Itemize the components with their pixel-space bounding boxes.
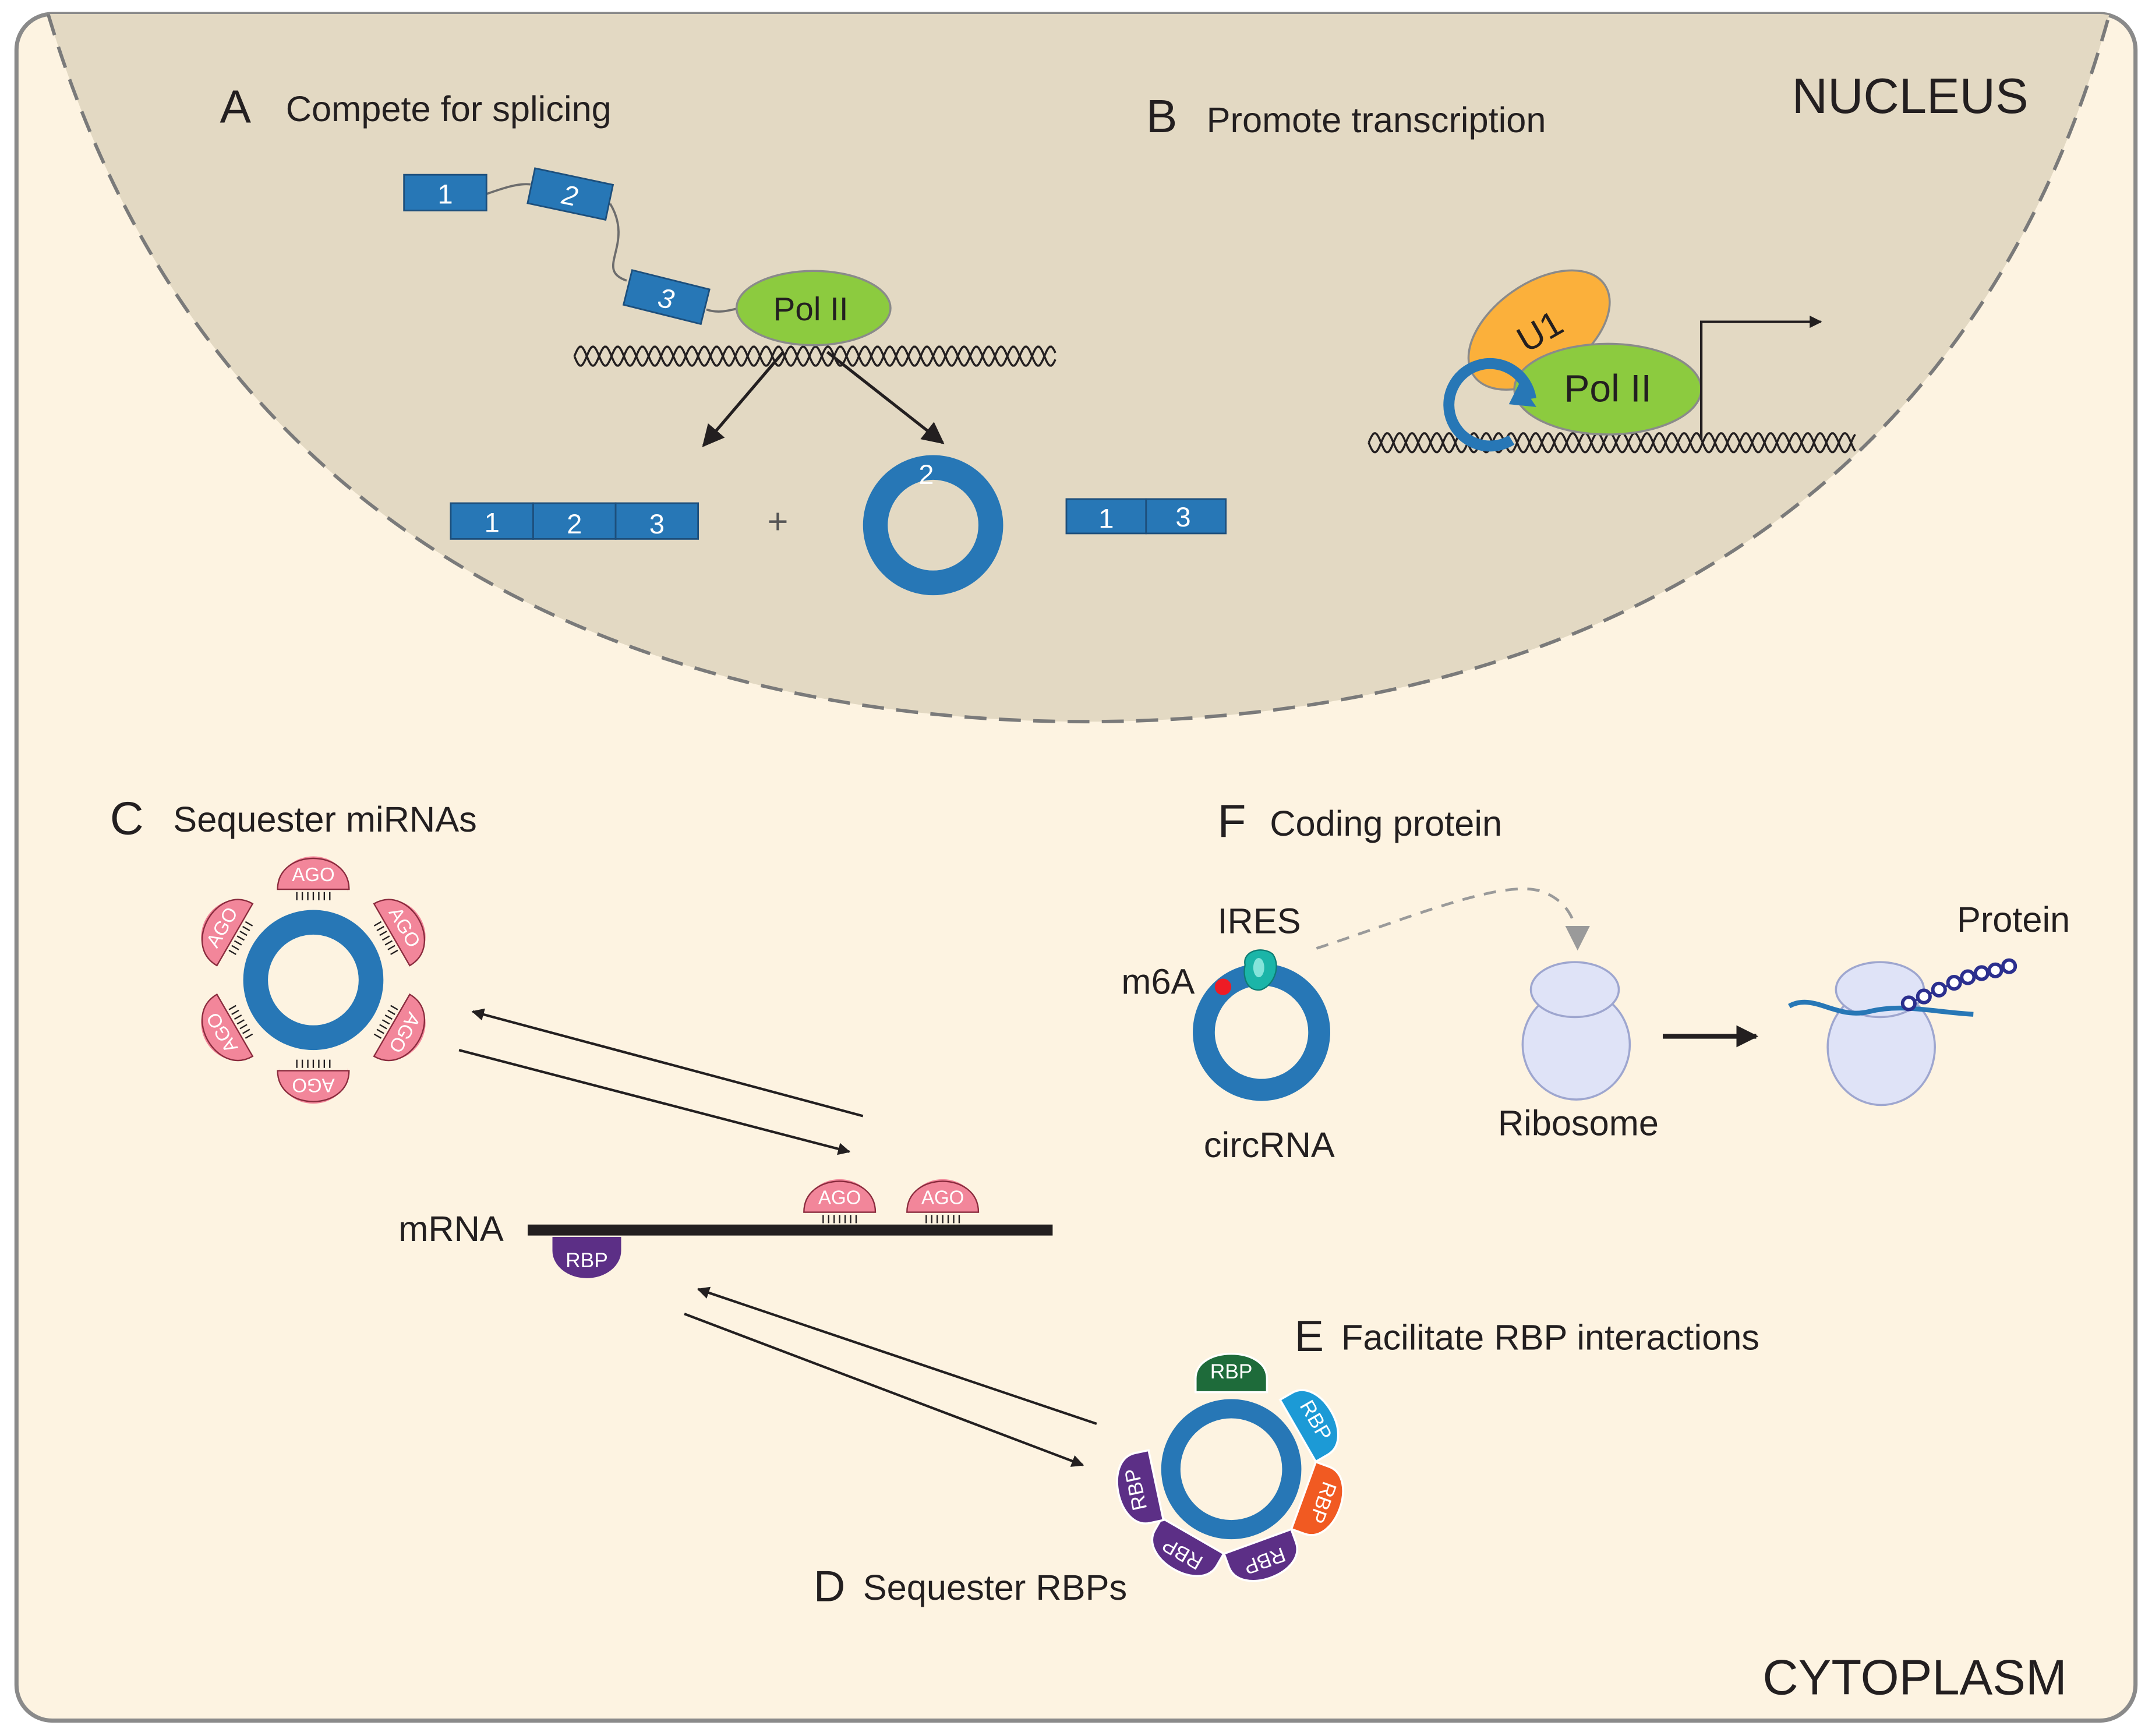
panel-d-letter: D	[814, 1561, 846, 1610]
exon-label: 1	[1098, 504, 1114, 535]
amino-acid	[1931, 981, 1947, 998]
ago-protein: AGO	[277, 1059, 350, 1104]
exon-label: 2	[918, 459, 934, 490]
exon-label: 3	[649, 509, 665, 540]
linear-mrna-123: 1 2 3	[450, 502, 699, 540]
arrow-mrna-to-rbp-circ	[684, 1313, 1084, 1467]
rbp-protein: RBP	[1195, 1352, 1268, 1394]
amino-acid	[2001, 958, 2017, 974]
arrow-rbp-circ-to-mrna	[697, 1286, 1097, 1425]
panel-c-letter: C	[110, 792, 144, 844]
nascent-peptide	[1900, 958, 2017, 1012]
rbp-label: RBP	[1210, 1360, 1253, 1383]
plus-sign: +	[768, 501, 789, 541]
exon-2: 2	[526, 167, 614, 221]
intron-line	[609, 203, 627, 282]
arrow-mrna-to-circ	[471, 1008, 864, 1118]
nucleus-label: NUCLEUS	[1792, 68, 2029, 123]
rbp-protein: RBP	[1278, 1389, 1340, 1463]
panel-f-letter: F	[1218, 794, 1246, 847]
exon-label: 1	[437, 179, 453, 210]
ago-label: AGO	[921, 1186, 964, 1208]
exon-1: 1	[403, 174, 487, 211]
ago-protein: AGO	[803, 1179, 877, 1224]
ago-protein: AGO	[906, 1179, 980, 1224]
amino-acid	[1916, 988, 1932, 1005]
amino-acid	[1960, 969, 1976, 985]
arrow-head-loop	[1508, 382, 1536, 407]
mrna-ago-group: AGO AGO	[803, 1179, 980, 1224]
amino-acid	[1900, 995, 1917, 1012]
ago-label: AGO	[292, 1075, 334, 1097]
protein-label: Protein	[1957, 899, 2070, 939]
arrow-to-linear	[702, 351, 785, 447]
exon-label: 3	[1175, 502, 1190, 533]
panel-c-title: Sequester miRNAs	[173, 799, 476, 839]
pol-ii-b: Pol II	[1513, 342, 1702, 436]
arrow-to-circular	[826, 351, 945, 444]
ago-protein: AGO	[277, 856, 350, 900]
exon-3: 3	[622, 269, 711, 326]
rbp-protein: RBP	[1290, 1461, 1344, 1536]
ago-label: AGO	[818, 1186, 861, 1208]
ires-recruit-arrow	[1316, 888, 1590, 951]
mrna-label: mRNA	[398, 1208, 504, 1249]
rbp-protein: RBP	[1222, 1528, 1298, 1582]
panel-a-letter: A	[220, 80, 252, 132]
dna-helix-a	[573, 345, 1056, 367]
exon-label: 1	[485, 508, 500, 539]
pol-ii-label: Pol II	[773, 291, 849, 327]
amino-acid	[1946, 974, 1962, 991]
circrna-ring	[1161, 1399, 1302, 1540]
panel-b-title: Promote transcription	[1207, 100, 1546, 140]
exon-label: 2	[567, 509, 582, 540]
pol-ii-a: Pol II	[735, 270, 892, 347]
circrna-exon-2: 2	[863, 455, 1003, 596]
panel-a-title: Compete for splicing	[286, 89, 612, 129]
intron-line	[486, 183, 531, 195]
rbp-protein: RBP	[1151, 1516, 1225, 1578]
ribosome-label: Ribosome	[1498, 1102, 1659, 1143]
coding-circrna	[1193, 949, 1331, 1101]
m6a-label: m6A	[1121, 961, 1195, 1001]
rbp-protein: RBP	[1116, 1449, 1165, 1525]
ago-protein: AGO	[372, 993, 426, 1061]
panel-d-title: Sequester RBPs	[863, 1567, 1127, 1607]
nuclear-envelope	[46, 14, 2111, 724]
circrna-ring	[243, 910, 384, 1051]
cytoplasm-label: CYTOPLASM	[1762, 1650, 2066, 1705]
ago-protein: AGO	[201, 993, 255, 1061]
ago-label: AGO	[292, 864, 334, 885]
pol-ii-label: Pol II	[1564, 366, 1652, 409]
circrna-label: circRNA	[1204, 1125, 1335, 1165]
panel-e-letter: E	[1295, 1311, 1324, 1360]
amino-acid	[1987, 962, 2003, 978]
panel-f-title: Coding protein	[1270, 803, 1502, 843]
m6a-mark	[1214, 978, 1232, 995]
arrow-circ-to-mrna	[458, 1049, 851, 1155]
panel-b-letter: B	[1146, 90, 1178, 142]
ribosome	[1521, 961, 1631, 1101]
eiciRNA-loop	[1443, 358, 1536, 452]
rna-strand	[1788, 999, 1974, 1017]
rbp-label: RBP	[566, 1249, 608, 1272]
ires-label: IRES	[1218, 901, 1301, 941]
panel-e-title: Facilitate RBP interactions	[1341, 1317, 1759, 1357]
skipped-mrna-13: 1 3	[1065, 498, 1227, 535]
mrna-rbp: RBP	[552, 1237, 621, 1278]
translating-ribosome	[1788, 961, 1974, 1106]
transcription-start-arrow	[1699, 315, 1822, 440]
pre-mrna-transcript: 1 2 3	[403, 167, 740, 326]
amino-acid	[1973, 965, 1990, 981]
